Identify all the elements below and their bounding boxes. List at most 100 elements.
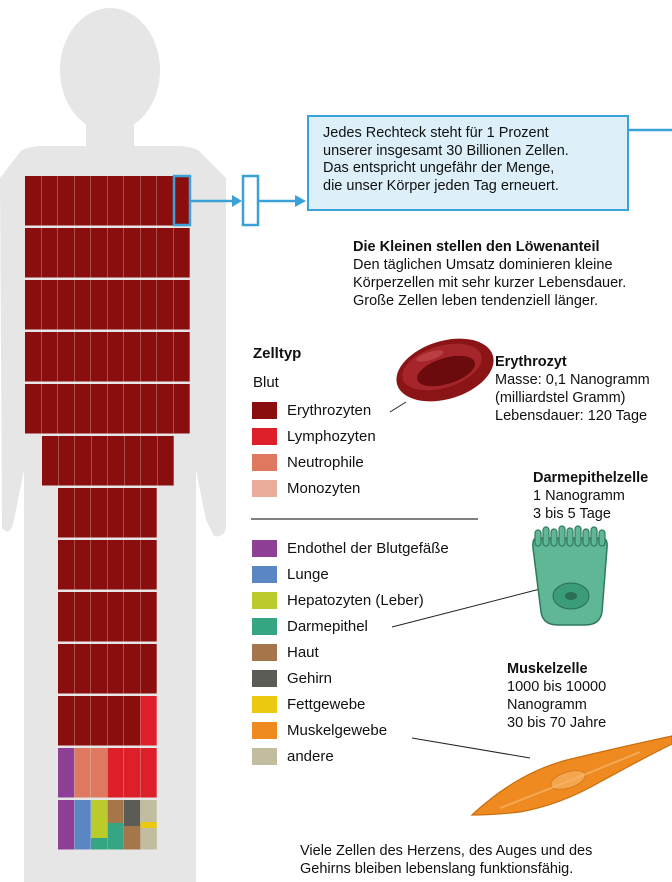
legend-label: Monozyten [287,479,361,497]
legend-label: Gehirn [287,669,333,687]
cell-rect [58,540,75,590]
callout-line: unserer insgesamt 30 Billionen Zellen. [323,142,569,159]
legend-swatch [252,401,277,419]
legend-label: Hepatozyten (Leber) [287,591,424,609]
cell-rect [173,176,190,226]
cell-rect [91,280,108,330]
cell-rect [91,696,108,746]
legend-item: Monozyten [252,478,360,498]
cell-rect [25,332,42,382]
cell-rect [124,384,141,434]
cell-rect [58,488,75,538]
cell-rect-part [140,822,157,828]
darmepithelzelle-illustration [532,525,608,626]
cell-rect [91,748,108,798]
cell-rect [124,488,141,538]
legend-label: Haut [287,643,319,661]
cell-rect [58,228,75,278]
cell-rect [124,540,141,590]
cell-rect [141,436,158,486]
cell-rect-part [107,823,124,850]
legend-label: Fettgewebe [287,695,366,713]
cell-rect [25,176,42,226]
legend-item: Muskelgewebe [252,720,387,740]
cell-rect [140,384,157,434]
legend-item: Lunge [252,564,329,584]
cell-rect [124,644,141,694]
erythrozyt-line: (milliardstel Gramm) [495,390,626,406]
legend-swatch [252,479,277,497]
cell-rect [140,748,157,798]
cell-rect [25,384,42,434]
cell-rect [107,644,124,694]
legend-item: Lymphozyten [252,426,376,446]
cell-rect [58,436,75,486]
legend-label: Erythrozyten [287,401,372,419]
cell-rect [41,228,58,278]
cell-rect [108,436,125,486]
legend-item: Neutrophile [252,452,364,472]
cell-rect [140,592,157,642]
legend-swatch [252,539,277,557]
cell-rect [107,488,124,538]
legend-item: Endothel der Blutgefäße [252,538,449,558]
cell-rect [140,332,157,382]
cell-rect [74,332,91,382]
cell-rect [124,228,141,278]
legend-label: Lymphozyten [287,427,376,445]
single-rectangle-outline [241,174,260,227]
callout-line: die unser Körper jeden Tag erneuert. [323,177,559,194]
cell-rect [91,332,108,382]
cell-rect-part [91,838,108,850]
cell-rect [107,280,124,330]
legend-item: andere [252,746,334,766]
cell-rect [91,436,108,486]
legend-item: Haut [252,642,319,662]
cell-rect [91,176,108,226]
footnote-line: Viele Zellen des Herzens, des Auges und … [300,843,593,859]
cell-rect [58,592,75,642]
legend-item: Gehirn [252,668,332,688]
legend-swatch [252,617,277,635]
cell-rect [75,436,92,486]
erythrozyt-line: Masse: 0,1 Nanogramm [495,372,650,388]
cell-rect [107,384,124,434]
legend-label: Endothel der Blutgefäße [287,539,449,557]
cell-rect [124,436,141,486]
cell-rect [157,228,174,278]
cell-rect [157,384,174,434]
legend-swatch [252,695,277,713]
muskelzelle-illustration [470,735,672,816]
legend-swatch [252,453,277,471]
cell-rect [124,696,141,746]
cell-rect [74,540,91,590]
cell-rect [74,280,91,330]
muskelzelle-line: Nanogramm [507,697,587,713]
cell-rect [124,592,141,642]
cell-rect [140,696,157,746]
intro-heading: Die Kleinen stellen den Löwenanteil [353,239,600,255]
cell-rect [173,384,190,434]
cell-rect [157,436,174,486]
cell-rect [58,332,75,382]
legend-swatch [252,591,277,609]
cell-rect [173,332,190,382]
cell-rect [74,176,91,226]
cell-rect [91,488,108,538]
cell-rect [124,280,141,330]
leader-erythrocyte [389,401,407,413]
legend-item: Fettgewebe [252,694,365,714]
legend-group-blut: Blut [253,374,279,391]
cell-rect [58,800,75,850]
cell-rect [42,436,59,486]
cell-rect [140,280,157,330]
erythrozyt-title: Erythrozyt [495,354,567,370]
cell-rect [173,280,190,330]
legend-swatch [252,565,277,583]
cell-rect [91,540,108,590]
legend-swatch [252,427,277,445]
cell-rect [91,384,108,434]
cell-rect [107,696,124,746]
intro-line: Den täglichen Umsatz dominieren kleine [353,257,613,273]
